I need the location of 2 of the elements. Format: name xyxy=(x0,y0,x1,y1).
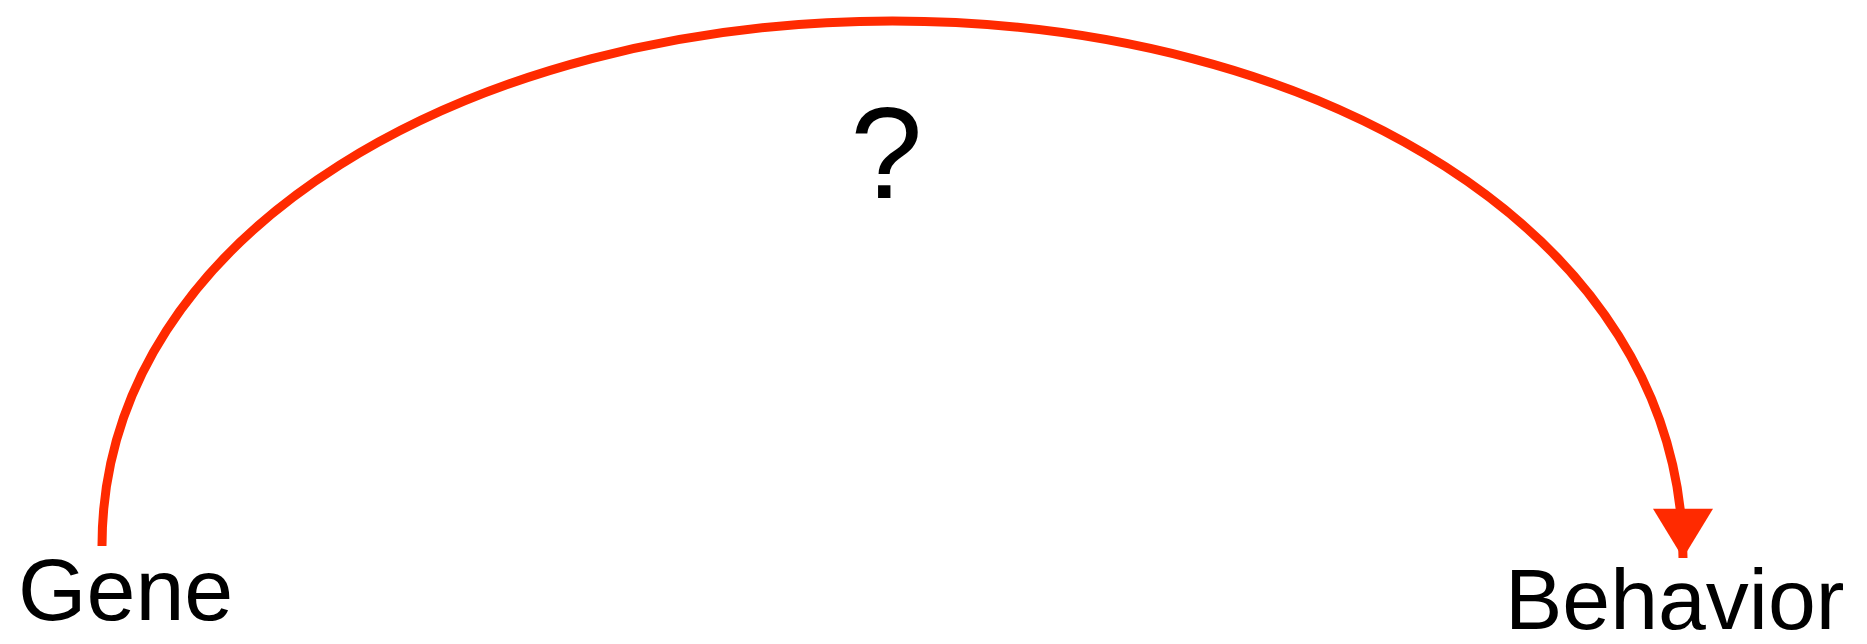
node-label: Gene xyxy=(18,546,234,634)
node-label: Behavior xyxy=(1505,556,1845,642)
